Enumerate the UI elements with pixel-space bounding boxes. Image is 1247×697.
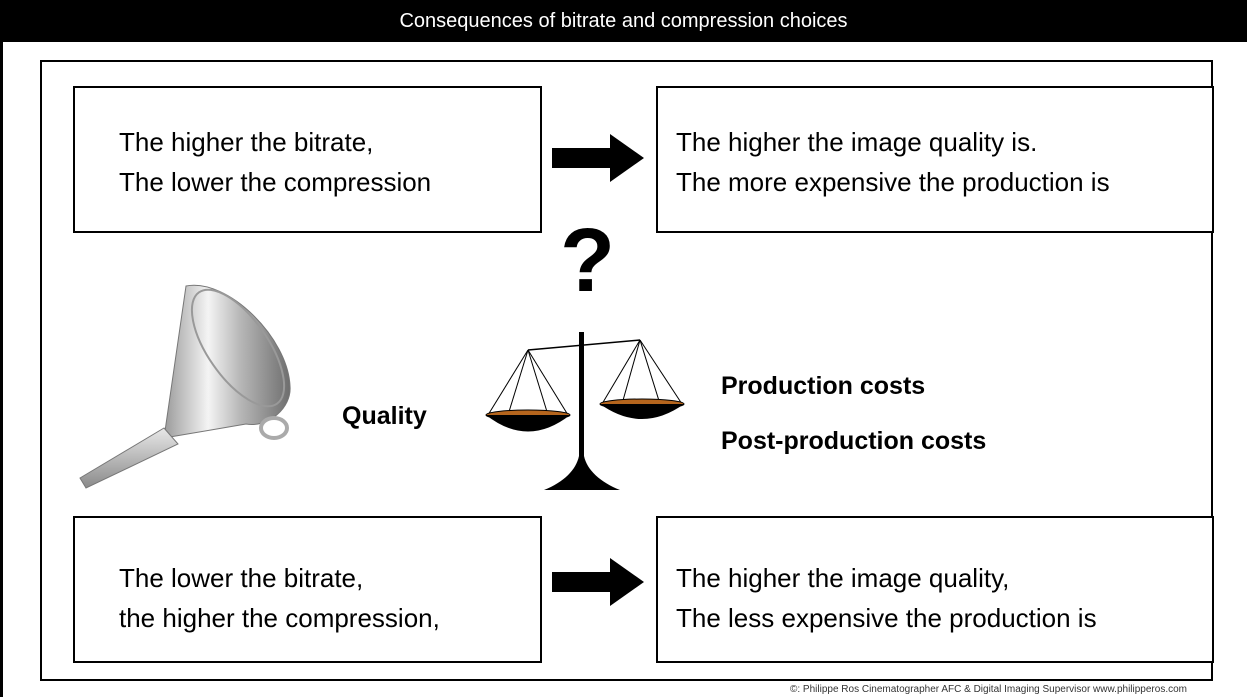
box-line: The more expensive the production is [676, 167, 1110, 197]
box-line: the higher the compression, [119, 603, 440, 633]
question-mark: ? [560, 211, 615, 311]
title-bar: Consequences of bitrate and compression … [0, 0, 1247, 42]
diagram-title: Consequences of bitrate and compression … [399, 9, 848, 32]
left-border [0, 42, 3, 697]
post-production-costs-label: Post-production costs [721, 427, 987, 455]
balance-scale-icon [485, 332, 685, 490]
quality-label: Quality [342, 402, 427, 430]
box-line: The higher the bitrate, [119, 127, 374, 157]
box-higher-quality-expensive: The higher the image quality is. The mor… [656, 86, 1214, 233]
box-higher-quality-less-expensive: The higher the image quality, The less e… [656, 516, 1214, 663]
box-line: The less expensive the production is [676, 603, 1097, 633]
box-line: The higher the image quality is. [676, 127, 1038, 157]
funnel-icon [79, 284, 291, 489]
box-line: The higher the image quality, [676, 563, 1010, 593]
box-line: The lower the bitrate, [119, 563, 364, 593]
box-line: The lower the compression [119, 167, 432, 197]
right-arrow-icon [552, 558, 644, 606]
production-costs-label: Production costs [721, 372, 926, 400]
box-higher-bitrate: The higher the bitrate, The lower the co… [73, 86, 542, 233]
diagram-frame [40, 60, 1213, 681]
box-lower-bitrate: The lower the bitrate, the higher the co… [73, 516, 542, 663]
right-arrow-icon [552, 134, 644, 182]
copyright-footer: ©: Philippe Ros Cinematographer AFC & Di… [790, 684, 1187, 695]
